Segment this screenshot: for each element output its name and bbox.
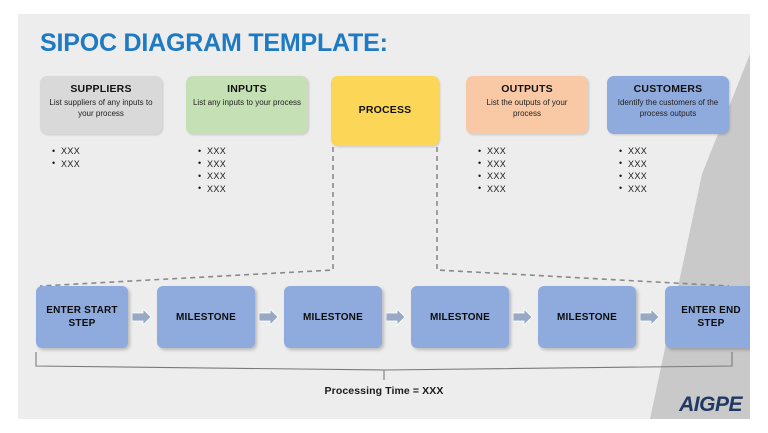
slide-canvas: SIPOC DIAGRAM TEMPLATE: SUPPLIERS List s… [18,14,750,419]
flow-step-5[interactable]: MILESTONE [538,286,636,348]
flow-arrow-icon [386,308,406,326]
card-title-inputs: INPUTS [227,83,267,95]
card-subtitle-suppliers: List suppliers of any inputs to your pro… [49,98,153,118]
flow-step-2[interactable]: MILESTONE [157,286,255,348]
processing-time-label: Processing Time = XXX [324,385,444,397]
card-outputs[interactable]: OUTPUTS List the outputs of your process [466,76,588,134]
process-flow-chain: ENTER START STEP MILESTONE MILESTONE MIL… [18,14,750,419]
flow-step-1[interactable]: ENTER START STEP [36,286,128,348]
card-subtitle-customers: Identify the customers of the process ou… [617,98,719,118]
card-suppliers[interactable]: SUPPLIERS List suppliers of any inputs t… [40,76,162,134]
card-customers[interactable]: CUSTOMERS Identify the customers of the … [607,76,729,134]
page-title: SIPOC DIAGRAM TEMPLATE: [40,29,388,57]
flow-step-3[interactable]: MILESTONE [284,286,382,348]
flow-step-6[interactable]: ENTER END STEP [665,286,750,348]
flow-arrow-icon [259,308,279,326]
flow-step-4[interactable]: MILESTONE [411,286,509,348]
card-title-outputs: OUTPUTS [501,83,553,95]
card-title-customers: CUSTOMERS [633,83,703,95]
flow-arrow-icon [640,308,660,326]
flow-arrow-icon [513,308,533,326]
aigpe-logo: AIGPE [679,393,742,416]
card-title-suppliers: SUPPLIERS [70,83,132,95]
card-subtitle-inputs: List any inputs to your process [192,98,302,107]
card-process[interactable]: PROCESS [331,76,439,146]
card-inputs[interactable]: INPUTS List any inputs to your process [186,76,308,134]
column-process: PROCESS [331,76,439,146]
flow-arrow-icon [132,308,152,326]
card-subtitle-outputs: List the outputs of your process [486,98,568,118]
card-title-process: PROCESS [358,104,412,116]
